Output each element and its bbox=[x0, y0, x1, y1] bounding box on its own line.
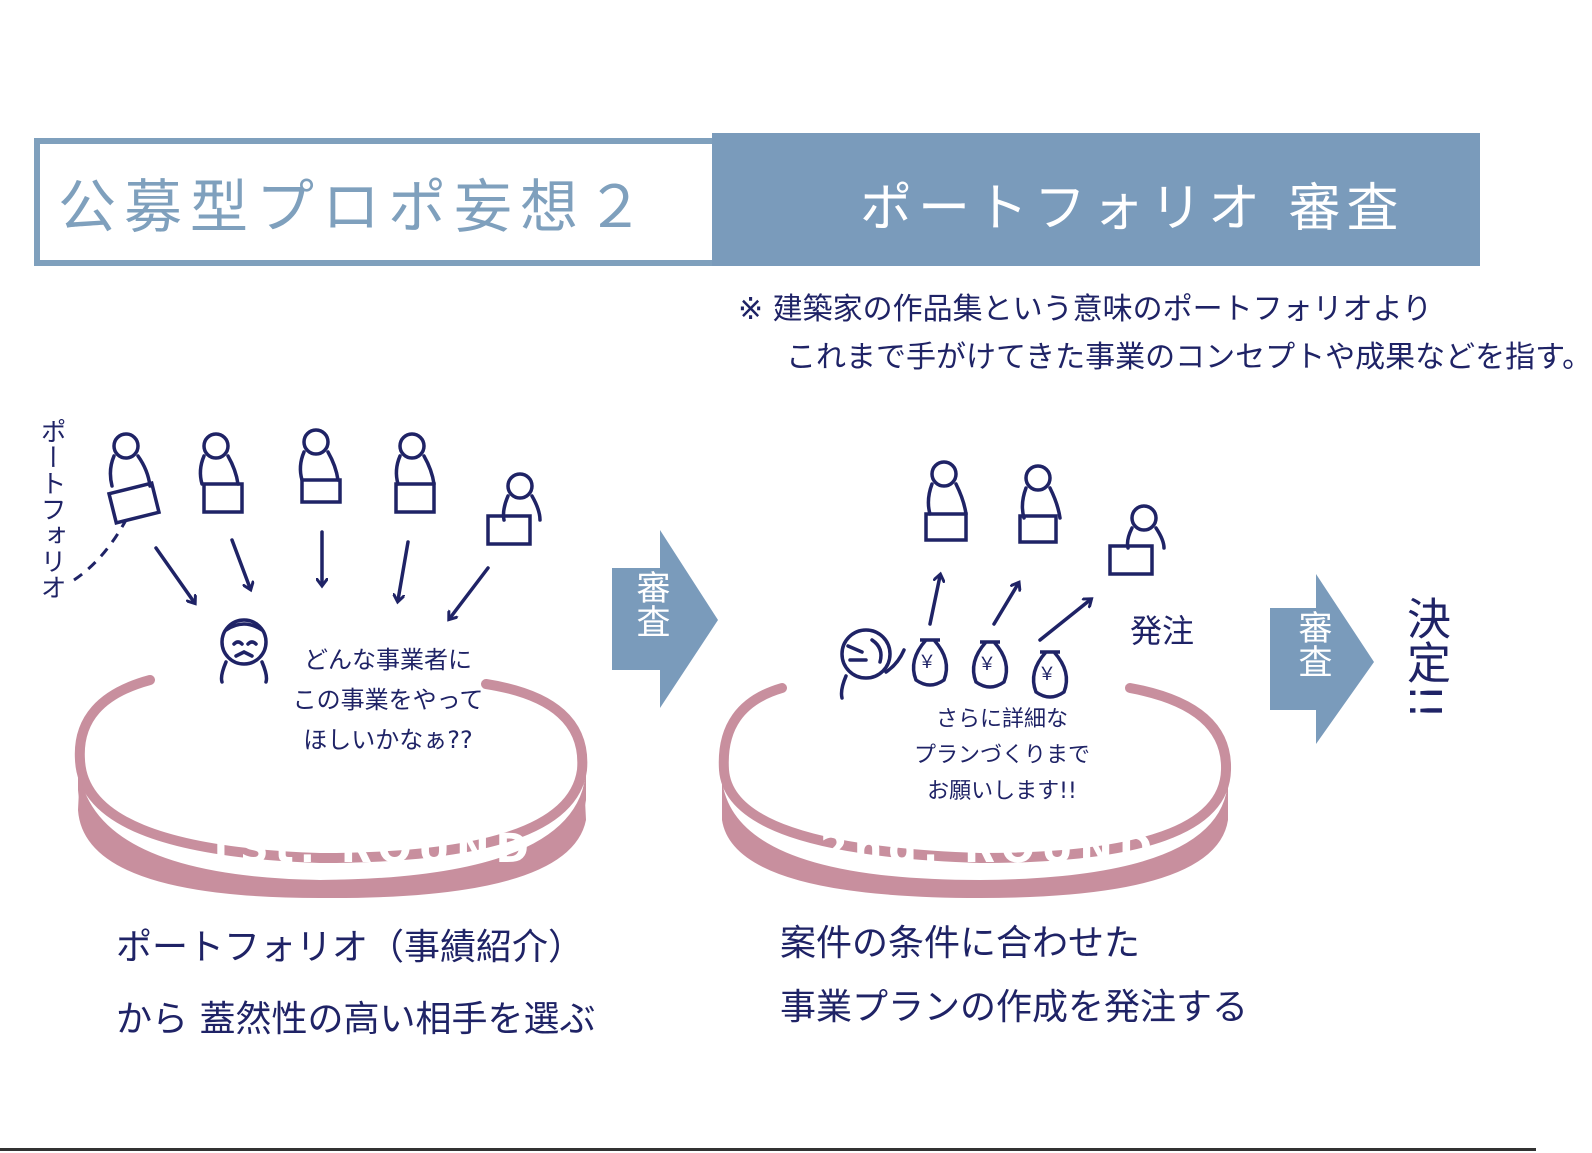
page-title: 公募型プロポ妄想２ bbox=[58, 173, 653, 241]
round1-speech-line: ほしいかなぁ?? bbox=[303, 726, 473, 754]
review-arrow-1 bbox=[612, 530, 718, 708]
header-band bbox=[712, 133, 1480, 266]
round1-speech: どんな事業者に この事業をやって ほしいかなぁ?? bbox=[258, 640, 518, 760]
round2-label: 2nd. ROUND bbox=[820, 826, 1159, 872]
selected-figure bbox=[924, 460, 968, 542]
money-bag-icon bbox=[1031, 650, 1069, 699]
round2-caption-line: 事業プランの作成を発注する bbox=[780, 987, 1249, 1028]
selected-figure bbox=[1018, 464, 1062, 544]
selected-figure bbox=[1108, 504, 1166, 576]
round1-ring bbox=[74, 675, 588, 864]
portfolio-side-label: ポートフォリオ bbox=[36, 418, 66, 600]
coin-symbol: ￥ bbox=[1038, 664, 1056, 685]
review-arrow-1-label: 審査 bbox=[630, 570, 670, 638]
round2-ring bbox=[718, 683, 1232, 864]
round1-label: 1St. ROUND bbox=[206, 826, 535, 872]
review-arrow-2-label: 審査 bbox=[1292, 610, 1332, 678]
submission-arrows bbox=[154, 530, 490, 618]
round1-caption-line: ポートフォリオ（事績紹介） bbox=[116, 927, 585, 968]
round2-caption: 案件の条件に合わせた 事業プランの作成を発注する bbox=[780, 912, 1248, 1040]
round2-caption-line: 案件の条件に合わせた bbox=[780, 923, 1141, 964]
definition-note: ※ 建築家の作品集という意味のポートフォリオより これまで手がけてきた事業のコン… bbox=[738, 286, 1592, 382]
applicant-figure bbox=[298, 428, 342, 504]
reviewer-figure bbox=[839, 628, 906, 700]
applicant-figure bbox=[106, 432, 162, 525]
round2-speech: さらに詳細な プランづくりまで お願いします!! bbox=[872, 702, 1132, 810]
round1-speech-line: どんな事業者に bbox=[304, 646, 472, 674]
applicant-figure bbox=[198, 432, 244, 514]
note-line-1: ※ 建築家の作品集という意味のポートフォリオより bbox=[738, 292, 1433, 327]
money-bag-icon bbox=[971, 640, 1009, 689]
round2-speech-line: さらに詳細な bbox=[935, 707, 1068, 732]
title-box bbox=[34, 138, 714, 266]
round1-speech-line: この事業をやって bbox=[292, 686, 484, 714]
review-arrow-2 bbox=[1270, 574, 1374, 744]
order-label: 発注 bbox=[1130, 612, 1195, 650]
round2-speech-line: お願いします!! bbox=[927, 779, 1077, 804]
note-line-2: これまで手がけてきた事業のコンセプトや成果などを指す。 bbox=[786, 340, 1592, 375]
applicant-figure bbox=[394, 432, 436, 514]
coin-symbol: ￥ bbox=[918, 652, 936, 673]
header-band-title: ポートフォリオ 審査 bbox=[860, 179, 1405, 239]
bottom-divider bbox=[0, 1148, 1536, 1151]
diagram-drawing bbox=[73, 428, 1374, 899]
round1-caption-line: から 蓋然性の高い相手を選ぶ bbox=[116, 999, 596, 1040]
round1-caption: ポートフォリオ（事績紹介） から 蓋然性の高い相手を選ぶ bbox=[116, 912, 595, 1056]
portfolio-connector-line bbox=[73, 519, 128, 582]
decision-label: 決定!! bbox=[1399, 596, 1450, 720]
applicant-figure bbox=[486, 472, 542, 546]
money-bag-icon bbox=[911, 638, 949, 687]
order-arrows bbox=[928, 576, 1090, 642]
coin-symbol: ￥ bbox=[978, 654, 996, 675]
reviewer-figure bbox=[219, 618, 269, 684]
round2-speech-line: プランづくりまで bbox=[913, 743, 1090, 768]
